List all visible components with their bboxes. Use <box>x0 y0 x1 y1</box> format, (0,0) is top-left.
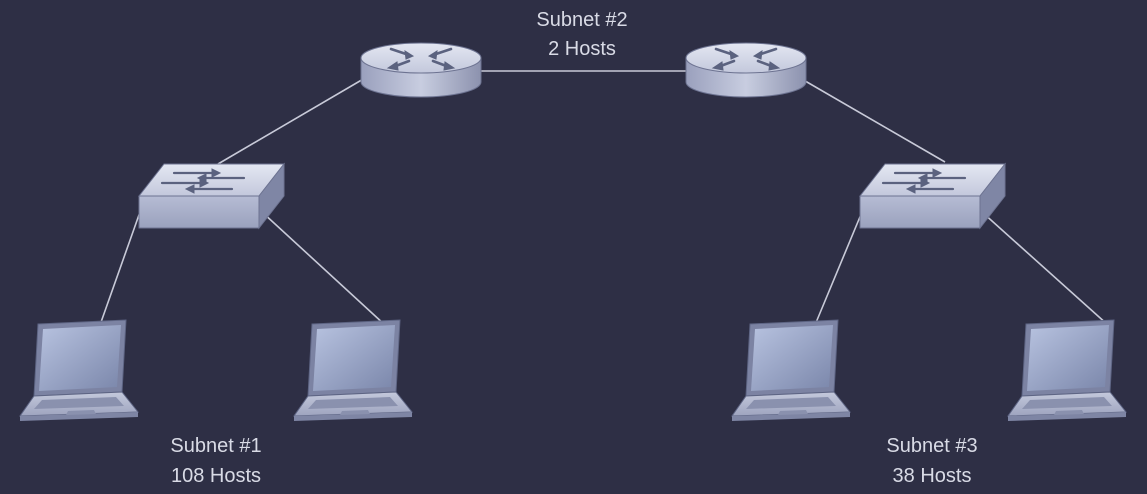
link-router2-switch2 <box>799 77 946 163</box>
subnet-2-label: Subnet #2 2 Hosts <box>536 9 627 60</box>
router-icon <box>359 41 483 99</box>
link-switch1-laptop2 <box>261 211 386 326</box>
laptop-icon <box>293 319 413 422</box>
links <box>99 70 1109 326</box>
laptop-icon <box>731 319 851 422</box>
subnet-1-label: Subnet #1 108 Hosts <box>170 435 261 487</box>
subnet-hosts: 108 Hosts <box>171 465 261 487</box>
switch-icon <box>858 162 1007 230</box>
subnet-3-label: Subnet #3 38 Hosts <box>886 435 977 487</box>
link-switch2-laptop4 <box>981 211 1109 326</box>
link-switch2-laptop3 <box>814 211 863 326</box>
laptop-icon <box>19 319 139 422</box>
laptop-icon <box>1007 319 1127 422</box>
subnet-name: Subnet #1 <box>170 435 261 457</box>
router-icon <box>684 41 808 99</box>
subnet-name: Subnet #3 <box>886 435 977 457</box>
subnet-hosts: 2 Hosts <box>548 38 616 60</box>
subnet-hosts: 38 Hosts <box>893 465 972 487</box>
link-switch1-laptop1 <box>99 211 141 326</box>
link-router1-switch1 <box>217 77 366 165</box>
subnet-name: Subnet #2 <box>536 9 627 31</box>
switch-icon <box>137 162 286 230</box>
